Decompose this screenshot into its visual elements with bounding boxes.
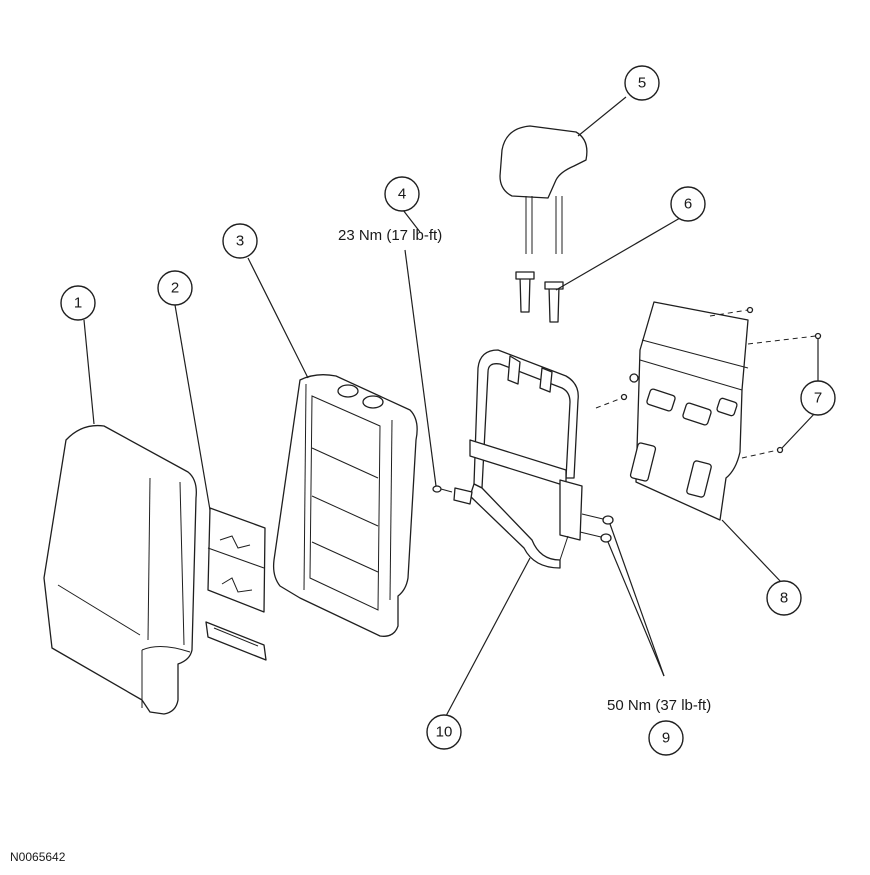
svg-text:8: 8 bbox=[780, 590, 788, 607]
seat-back-rear-panel bbox=[629, 301, 749, 521]
svg-text:7: 7 bbox=[814, 390, 822, 407]
svg-text:4: 4 bbox=[398, 186, 406, 203]
torque-spec-item-4: 23 Nm (17 lb-ft) bbox=[338, 227, 442, 244]
callout-10: 10 bbox=[426, 714, 462, 750]
svg-text:2: 2 bbox=[171, 280, 179, 297]
bolt-item-4 bbox=[432, 485, 453, 493]
callout-9: 9 bbox=[648, 720, 684, 756]
support-panels bbox=[205, 507, 267, 661]
svg-text:6: 6 bbox=[684, 196, 692, 213]
bolts-item-9 bbox=[579, 513, 614, 543]
svg-text:3: 3 bbox=[236, 233, 244, 250]
svg-text:10: 10 bbox=[436, 724, 453, 741]
seat-back-cushion bbox=[272, 374, 418, 637]
screws-item-7 bbox=[595, 306, 822, 459]
svg-text:9: 9 bbox=[662, 730, 670, 747]
leader-lines bbox=[83, 96, 819, 717]
seat-back-frame bbox=[453, 349, 583, 569]
callout-4: 4 bbox=[384, 176, 420, 212]
callout-5: 5 bbox=[624, 65, 660, 101]
callout-6: 6 bbox=[670, 186, 706, 222]
head-restraint-guides bbox=[515, 271, 564, 323]
callout-8: 8 bbox=[766, 580, 802, 616]
callout-7: 7 bbox=[800, 380, 836, 416]
head-restraint bbox=[499, 125, 588, 254]
svg-text:5: 5 bbox=[638, 75, 646, 92]
figure-id: N0065642 bbox=[10, 850, 66, 864]
callout-1: 1 bbox=[60, 285, 96, 321]
callout-3: 3 bbox=[222, 223, 258, 259]
torque-spec-item-9: 50 Nm (37 lb-ft) bbox=[607, 697, 711, 714]
callout-2: 2 bbox=[157, 270, 193, 306]
svg-text:1: 1 bbox=[74, 295, 82, 312]
seat-back-cover bbox=[43, 424, 197, 715]
